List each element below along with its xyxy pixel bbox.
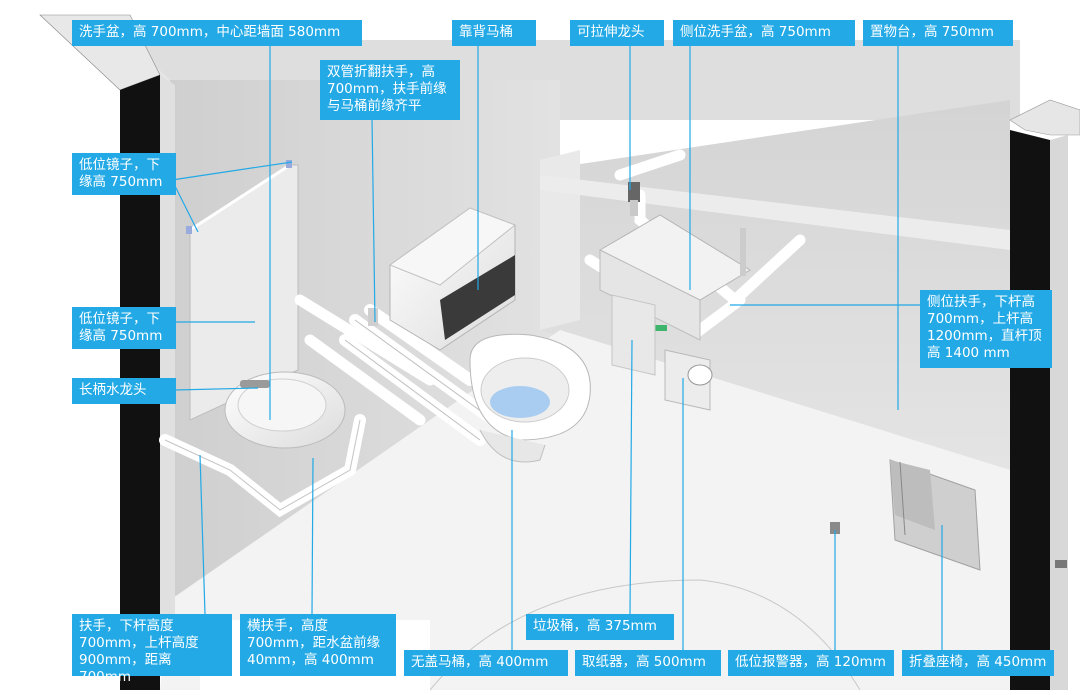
label-side-rail: 侧位扶手，下杆高 700mm，上杆高 1200mm，直杆顶高 1400 mm (920, 290, 1052, 368)
folding-double-rail (339, 304, 506, 446)
folding-seat (889, 459, 981, 571)
low-mirror (186, 160, 299, 421)
label-horizontal-rail: 横扶手，高度 700mm，距水盆前缘 40mm，高 400mm (240, 614, 396, 676)
paper-dispenser (664, 349, 713, 411)
label-shelf: 置物台，高 750mm (863, 20, 1013, 46)
low-alarm-device (830, 522, 840, 534)
leader-lines (171, 46, 943, 652)
side-rail-and-sink (584, 149, 806, 341)
label-folding-rail: 双管折翻扶手，高 700mm，扶手前缘与马桶前缘齐平 (320, 60, 460, 120)
label-long-faucet: 长柄水龙头 (72, 378, 176, 404)
label-pull-faucet: 可拉伸龙头 (570, 20, 664, 46)
label-low-alarm: 低位报警器，高 120mm (728, 650, 894, 676)
label-folding-seat: 折叠座椅，高 450mm (902, 650, 1054, 676)
label-paper-dispenser: 取纸器，高 500mm (575, 650, 721, 676)
label-low-mirror-2: 低位镜子，下缘高 750mm (72, 307, 176, 349)
trash-bin (611, 294, 656, 376)
label-low-mirror-1: 低位镜子，下缘高 750mm (72, 153, 176, 195)
label-sink: 洗手盆，高 700mm，中心距墙面 580mm (72, 20, 362, 46)
label-side-sink: 侧位洗手盆，高 750mm (673, 20, 855, 46)
door-swing-arc (429, 579, 861, 691)
label-rail-front: 扶手，下杆高度 700mm，上杆高度 900mm，距离 700mm (72, 614, 232, 685)
floor (160, 330, 1010, 690)
right-wall-edge (1009, 99, 1080, 690)
label-lidless-toilet: 无盖马桶，高 400mm (404, 650, 568, 676)
label-backrest-toilet: 靠背马桶 (452, 20, 536, 46)
wash-basin (159, 294, 436, 518)
label-trash-can: 垃圾桶，高 375mm (526, 614, 674, 640)
